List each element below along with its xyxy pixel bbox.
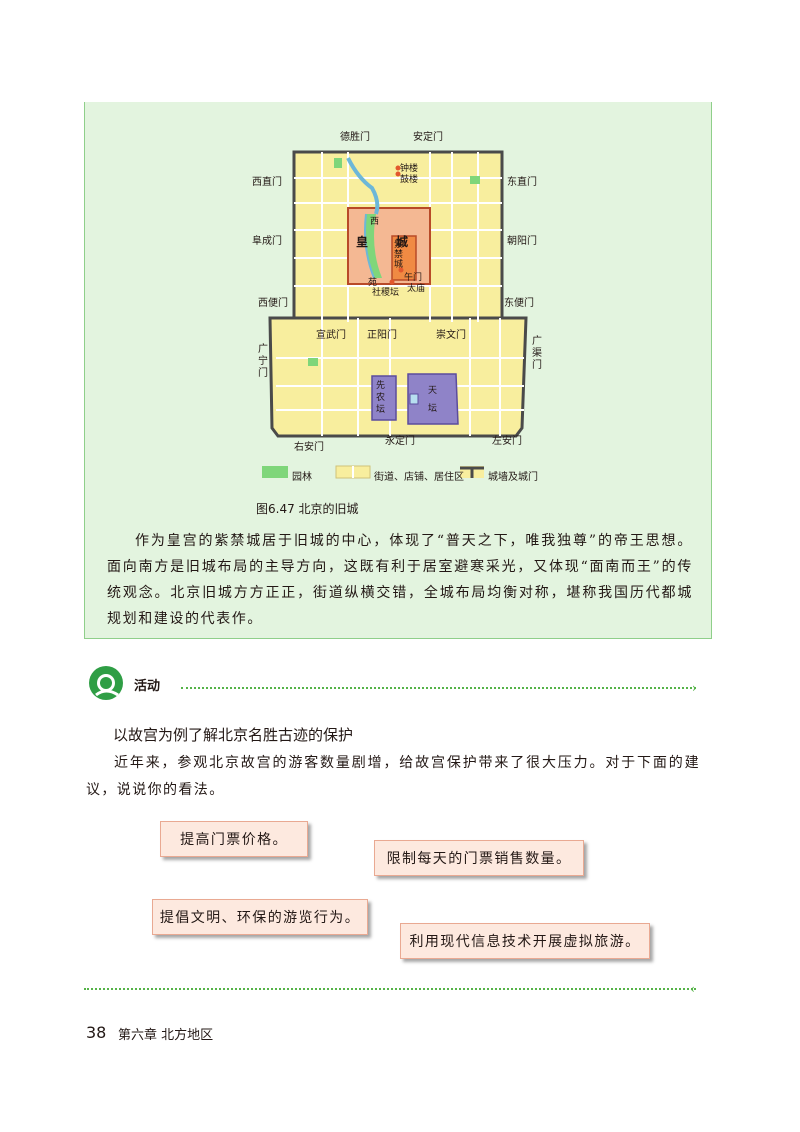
- label-xi: 西: [370, 217, 380, 227]
- gate-andingmen: 安定门: [413, 132, 443, 143]
- divider-line: [181, 687, 696, 689]
- label-zhonglou: 钟楼: [400, 164, 419, 174]
- label-huang: 皇: [356, 235, 369, 249]
- gate-xibianmen: 西便门: [258, 298, 288, 309]
- divider-line: [84, 988, 696, 990]
- suggestion-card: 限制每天的门票销售数量。: [374, 840, 584, 876]
- label-gulou: 鼓楼: [400, 175, 419, 185]
- gate-guangningmen: 广宁门: [258, 344, 268, 379]
- figure-description: 作为皇宫的紫禁城居于旧城的中心，体现了“普天之下，唯我独尊”的帝王思想。面向南方…: [107, 533, 693, 627]
- label-yuan: 苑: [368, 278, 378, 288]
- gate-xizhimen: 西直门: [252, 177, 282, 188]
- gate-dongbianmen: 东便门: [504, 298, 534, 309]
- gate-zuoanmen: 左安门: [492, 436, 522, 447]
- gate-dongzhimen: 东直门: [507, 177, 537, 188]
- suggestion-card: 提高门票价格。: [160, 821, 308, 857]
- label-taimiao: 太庙: [407, 284, 426, 294]
- activity-label: 活动: [134, 679, 161, 694]
- activity-title: 以故宫为例了解北京名胜古迹的保护: [113, 726, 354, 744]
- gate-fuchengmen: 阜成门: [252, 236, 282, 247]
- gate-deshengmen: 德胜门: [340, 132, 370, 143]
- label-cheng: 城: [396, 235, 409, 249]
- suggestion-card: 提倡文明、环保的游览行为。: [152, 899, 368, 935]
- activity-body: 近年来，参观北京故宫的游客数量剧增，给故宫保护带来了很大压力。对于下面的建议，说…: [86, 755, 700, 798]
- label-wumen: 午门: [404, 273, 423, 283]
- gate-chongwenmen: 崇文门: [436, 330, 466, 341]
- gate-xuanwumen: 宣武门: [316, 330, 346, 341]
- gate-guangqumen: 广渠门: [532, 336, 542, 371]
- chapter-title: 第六章 北方地区: [118, 1028, 214, 1043]
- gate-zhengyangmen: 正阳门: [367, 330, 397, 341]
- label-tiantan: 天坛: [428, 386, 438, 414]
- label-shejitan: 社稷坛: [372, 288, 400, 298]
- page-number: 38: [86, 1023, 107, 1042]
- gate-youanmen: 右安门: [294, 442, 324, 453]
- gate-yongdingmen: 永定门: [385, 436, 415, 447]
- legend-walls: 城墙及城门: [488, 472, 538, 483]
- chevron-right-icon: ›: [692, 681, 697, 695]
- label-zijincheng: 紫禁城: [394, 240, 404, 270]
- gate-chaoyangmen: 朝阳门: [507, 236, 537, 247]
- old-beijing-map: [262, 150, 528, 479]
- label-xiannongtan: 先农坛: [376, 381, 386, 415]
- chevron-left-icon: ‹: [690, 982, 695, 996]
- figure-caption: 图6.47 北京的旧城: [256, 502, 359, 516]
- activity-icon: [89, 666, 123, 700]
- legend-garden: 园林: [292, 472, 312, 483]
- suggestion-card: 利用现代信息技术开展虚拟旅游。: [400, 923, 650, 959]
- legend-streets: 街道、店铺、居住区: [374, 472, 464, 483]
